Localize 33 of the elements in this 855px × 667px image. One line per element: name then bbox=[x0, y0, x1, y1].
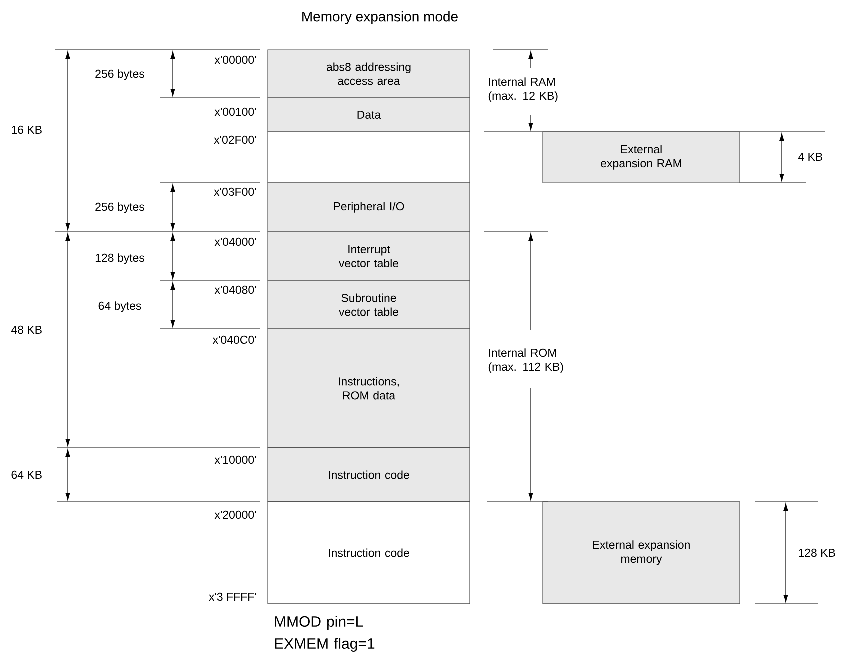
memory-block bbox=[268, 132, 470, 184]
memory-block: Interrupt vector table bbox=[268, 232, 470, 282]
size-label: 16 KB bbox=[12, 126, 42, 134]
address-label: x'03F00' bbox=[214, 188, 256, 196]
address-label: x'040C0' bbox=[212, 336, 256, 344]
memory-block: abs8 addressing access area bbox=[268, 50, 470, 98]
memory-block: Instruction code bbox=[268, 502, 470, 604]
region-label: Internal ROM (max. 112 KB) bbox=[488, 348, 564, 374]
size-label: 4 KB bbox=[798, 153, 822, 161]
address-label: x'04000' bbox=[214, 238, 256, 246]
address-label: x'20000' bbox=[214, 510, 256, 520]
address-label: x'02F00' bbox=[214, 136, 256, 144]
caption: MMOD pin=L EXMEM flag=1 bbox=[275, 616, 375, 652]
size-label: 128 bytes bbox=[96, 254, 144, 264]
memory-block: Subroutine vector table bbox=[268, 280, 470, 330]
memory-block: Data bbox=[268, 98, 470, 132]
address-label: x'00100' bbox=[214, 108, 256, 116]
size-label: 128 KB bbox=[799, 548, 836, 558]
address-label: x'3 FFFF' bbox=[209, 592, 256, 602]
diagram-title: Memory expansion mode bbox=[302, 11, 458, 25]
size-label: 256 bytes bbox=[96, 202, 144, 214]
size-label: 256 bytes bbox=[96, 70, 144, 80]
size-label: 64 bytes bbox=[98, 302, 142, 312]
address-label: x'10000' bbox=[214, 456, 256, 464]
size-label: 64 KB bbox=[12, 470, 42, 480]
region-label: Internal RAM (max. 12 KB) bbox=[488, 78, 558, 102]
external-memory-box: External expansion RAM bbox=[542, 132, 740, 184]
external-memory-box: External expansion memory bbox=[542, 502, 740, 604]
memory-block: Instruction code bbox=[268, 448, 470, 502]
address-label: x'04080' bbox=[214, 286, 256, 294]
address-label: x'00000' bbox=[214, 56, 256, 64]
size-label: 48 KB bbox=[11, 326, 42, 334]
memory-block: Peripheral I/O bbox=[268, 182, 470, 232]
